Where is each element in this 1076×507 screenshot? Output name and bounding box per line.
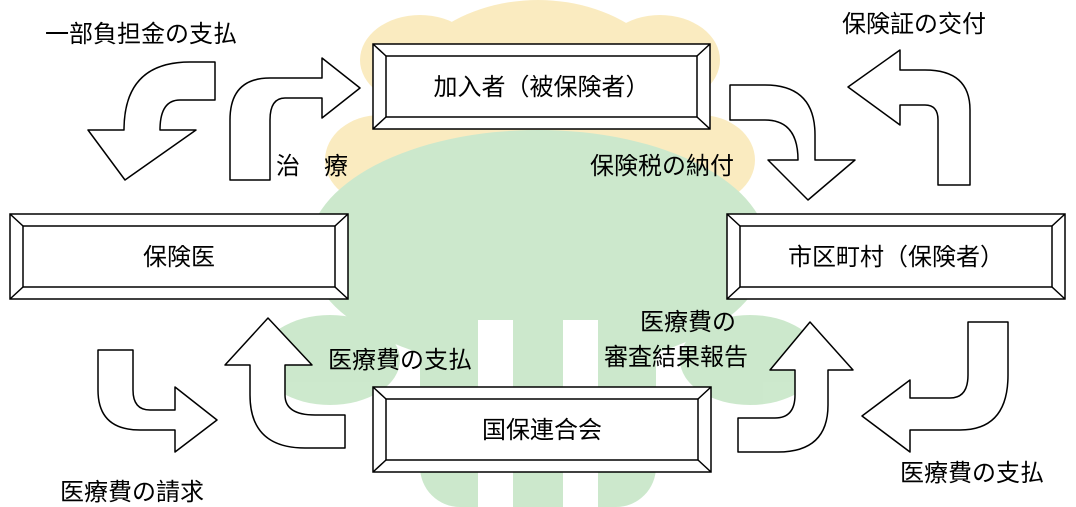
review-label-line1: 医療費の — [640, 308, 736, 336]
review-label-line2: 審査結果報告 — [604, 343, 748, 371]
member-label: 加入者（被保険者） — [433, 72, 650, 101]
fed-payment-arrow — [224, 317, 346, 449]
doctor-box — [9, 213, 349, 300]
federation-label: 国保連合会 — [482, 415, 602, 444]
card-issue-label: 保険証の交付 — [842, 10, 986, 38]
copay-arrow — [87, 61, 216, 181]
fed-payment-label: 医療費の支払 — [328, 346, 472, 374]
review-arrow — [737, 321, 854, 453]
doctor-label: 保険医 — [143, 242, 215, 271]
member-box — [372, 43, 711, 130]
tax-payment-arrow — [729, 84, 856, 201]
card-issue-arrow — [847, 49, 971, 186]
tax-payment-label: 保険税の納付 — [590, 152, 734, 180]
claim-arrow — [97, 349, 218, 453]
muni-payment-arrow — [861, 321, 1009, 453]
muni-payment-label: 医療費の支払 — [900, 459, 1044, 487]
municipality-box — [726, 213, 1066, 300]
copay-label: 一部負担金の支払 — [45, 20, 237, 48]
treatment-label: 治 療 — [276, 152, 348, 180]
treatment-arrow — [229, 57, 361, 181]
claim-label: 医療費の請求 — [60, 478, 204, 506]
federation-box — [372, 386, 712, 473]
municipality-label: 市区町村（保険者） — [788, 242, 1004, 271]
